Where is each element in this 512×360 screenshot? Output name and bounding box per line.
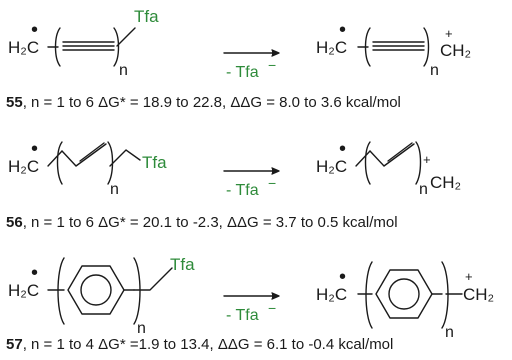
caption-56-text: , n = 1 to 6 ΔG* = 20.1 to -2.3, ΔΔG = 3…: [22, 214, 398, 231]
r56-product-bond-1: [355, 150, 371, 167]
r57-product-h2c: H₂C: [316, 285, 347, 304]
r55-product-paren-close: [423, 27, 430, 67]
r56-product-bonds: [355, 141, 422, 185]
r57-product-bonds: [357, 261, 463, 329]
r56-product-double-bond: [387, 142, 413, 162]
r57-product-aromatic-circle: [388, 278, 420, 310]
r56-product-backbone: [369, 143, 415, 167]
r56-paren-close: [107, 141, 114, 185]
r55-eliminated-charge: −: [268, 57, 276, 73]
r57-paren-close: [133, 257, 141, 325]
r57-bond-tfa: [133, 267, 173, 291]
r57-arrow: [223, 292, 280, 300]
r57-reactant-bonds: [47, 257, 173, 325]
r55-product-triple-bond: [372, 41, 425, 51]
r57-repeat-n: n: [137, 320, 146, 337]
r57-product-paren-close: [441, 261, 449, 329]
r55-repeat-n: n: [119, 62, 128, 79]
r56-paren-open: [56, 141, 63, 185]
r55-product-h2c: H₂C: [316, 38, 347, 57]
r56-product-ch2: CH₂: [430, 173, 461, 192]
caption-56: 56, n = 1 to 6 ΔG* = 20.1 to -2.3, ΔΔG =…: [6, 214, 398, 231]
r56-product-radical: •: [339, 138, 346, 160]
r55-bond-tfa: [116, 27, 136, 47]
r55-paren-close: [113, 27, 120, 67]
r55-product-ch2: CH₂: [440, 41, 471, 60]
r57-product-ch2: CH₂: [463, 285, 494, 304]
r56-bond-1: [47, 150, 63, 167]
r55-h2c-label: H₂C: [8, 38, 39, 57]
r57-aromatic-circle: [80, 274, 112, 306]
r57-product-benzene-ring: [375, 269, 433, 319]
r57-product-repeat-n: n: [445, 324, 454, 341]
r55-paren-open: [54, 27, 61, 67]
caption-55: 55, n = 1 to 6 ΔG* = 18.9 to 22.8, ΔΔG =…: [6, 94, 401, 111]
r56-repeat-n: n: [110, 181, 119, 198]
r56-radical-dot: •: [31, 138, 38, 160]
r56-product-cation: +: [423, 152, 431, 167]
caption-55-text: , n = 1 to 6 ΔG* = 18.9 to 22.8, ΔΔG = 8…: [22, 94, 401, 111]
r55-triple-bond: [62, 41, 115, 51]
r56-arrow: [223, 167, 280, 175]
r55-arrow: [223, 49, 280, 57]
r56-backbone: [61, 143, 107, 167]
r56-reactant-bonds: [47, 141, 141, 185]
r57-product-cation: +: [465, 269, 473, 284]
r56-eliminated-charge: −: [268, 175, 276, 191]
r56-h2c-label: H₂C: [8, 157, 39, 176]
r57-product-radical: •: [339, 266, 346, 288]
r55-product-repeat-n: n: [430, 62, 439, 79]
r57-eliminated-charge: −: [268, 300, 276, 316]
r56-product-h2c: H₂C: [316, 157, 347, 176]
r55-radical-dot: •: [31, 19, 38, 41]
caption-57: 57, n = 1 to 4 ΔG* =1.9 to 13.4, ΔΔG = 6…: [6, 336, 393, 353]
caption-57-text: , n = 1 to 4 ΔG* =1.9 to 13.4, ΔΔG = 6.1…: [22, 336, 394, 353]
r57-radical-dot: •: [31, 262, 38, 284]
r55-tfa-label: Tfa: [134, 7, 159, 26]
r56-product-paren-close: [415, 141, 422, 185]
r55-product-bonds: [357, 27, 430, 67]
r57-paren-open: [57, 257, 65, 325]
compound-number-57: 57: [6, 336, 23, 353]
r56-eliminated-label: - Tfa: [226, 182, 259, 199]
r55-product-paren-open: [364, 27, 371, 67]
compound-number-55: 55: [6, 94, 23, 111]
compound-number-56: 56: [6, 214, 23, 231]
r56-double-bond: [79, 142, 105, 162]
r57-eliminated-label: - Tfa: [226, 307, 259, 324]
r56-bond-tfa: [109, 149, 141, 167]
r56-product-paren-open: [364, 141, 371, 185]
r57-h2c-label: H₂C: [8, 281, 39, 300]
r55-product-radical: •: [339, 19, 346, 41]
r56-tfa-label: Tfa: [142, 153, 167, 172]
r57-product-paren-open: [365, 261, 373, 329]
r56-product-repeat-n: n: [419, 181, 428, 198]
r55-reactant-bonds: [47, 27, 136, 67]
r55-eliminated-label: - Tfa: [226, 64, 259, 81]
r57-tfa-label: Tfa: [170, 255, 195, 274]
r57-benzene-ring: [67, 265, 125, 315]
r55-product-cation: +: [445, 26, 453, 41]
